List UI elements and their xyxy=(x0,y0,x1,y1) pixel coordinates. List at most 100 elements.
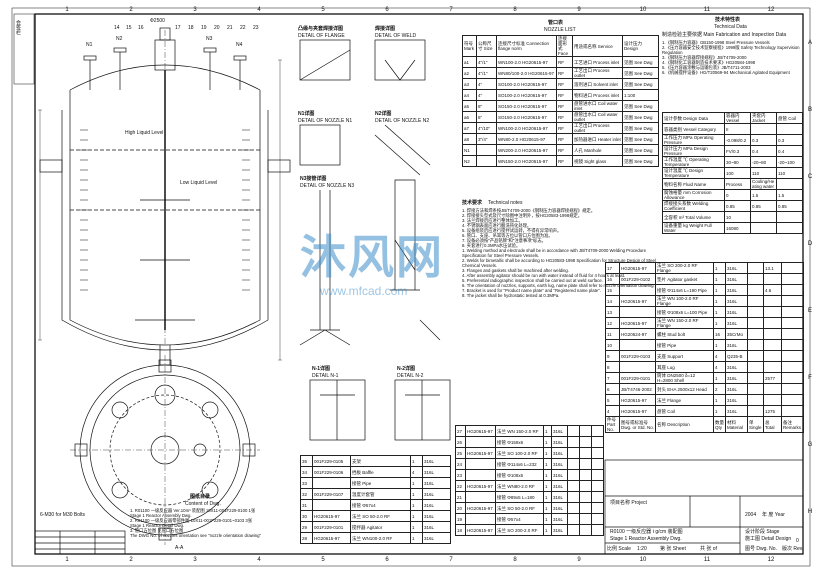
table-cell: 1 xyxy=(713,394,726,406)
zone-side-G: G xyxy=(807,442,813,448)
table-cell: 21 xyxy=(455,491,466,503)
contents-item: Stage 1 Reactor Assembly Dwg. xyxy=(130,513,192,518)
table-cell: 1 xyxy=(713,273,726,285)
table-cell: 工艺出口 Process outlet xyxy=(572,67,623,79)
table-cell xyxy=(591,425,604,437)
column-header: 图号或标准号 Dwg. or Std. No. xyxy=(619,416,656,433)
table-cell: 316L xyxy=(725,273,748,285)
reactor-plan-view xyxy=(70,355,260,545)
table-cell: a4 xyxy=(462,89,477,101)
table-cell: 8 xyxy=(605,361,620,373)
table-cell: a7 xyxy=(462,122,477,134)
table-cell xyxy=(591,491,604,503)
table-cell xyxy=(781,339,804,351)
part-callout-16: 16 xyxy=(138,25,144,31)
table-cell xyxy=(747,405,764,417)
contents-item: Stage 1 Reactor Detail Dwg. xyxy=(130,523,185,528)
column-header: 连接尺寸标准 Connection flange norm xyxy=(496,35,557,57)
table-cell: -20~80 xyxy=(750,156,777,168)
table-cell: WN100-2.0 HG20615-97 xyxy=(496,56,557,68)
table-cell: 温度计套管 xyxy=(350,488,411,500)
table-cell: 接管 Pipe xyxy=(350,477,411,489)
table-cell: 316L xyxy=(422,477,451,489)
table-cell: 316L xyxy=(725,383,748,395)
table-cell: 法兰 WN 150-2.0 RF Flange xyxy=(655,317,714,329)
table-cell: 1 xyxy=(410,477,423,489)
table-cell: 13.1 xyxy=(763,262,782,274)
table-cell xyxy=(567,425,580,437)
table-cell: 19 xyxy=(455,513,466,525)
table-cell: 盘管进水口 Coil water inlet xyxy=(572,100,623,112)
table-cell: 法兰 Flange xyxy=(655,394,714,406)
table-cell xyxy=(781,328,804,340)
table-cell: 法兰 WN 100-2.0 RF Flange xyxy=(655,295,714,307)
table-cell: 1 xyxy=(543,480,552,492)
table-cell: SO100-2.0 HG20615-97 xyxy=(496,78,557,90)
watermark-url: www.mfcad.com xyxy=(320,284,408,298)
table-cell: WN150-2.0 HG20615-97 xyxy=(496,155,557,167)
column-header: 夹套内 Jacket xyxy=(750,112,777,124)
zone-top-1: 1 xyxy=(65,7,69,13)
detail-subtitle-6: DETAIL N-1 xyxy=(312,373,339,379)
table-cell xyxy=(465,469,496,481)
column-header: 公称尺寸 Size xyxy=(476,35,497,57)
part-callout-22: 22 xyxy=(240,25,246,31)
table-cell: 316L xyxy=(551,480,568,492)
table-cell xyxy=(781,394,804,406)
zone-top-8: 8 xyxy=(513,7,517,13)
table-cell: 0 xyxy=(724,189,751,201)
table-cell: 1 xyxy=(713,306,726,318)
zone-side-B: B xyxy=(807,107,812,113)
zone-top-11: 11 xyxy=(703,7,711,13)
zone-top-10: 10 xyxy=(639,7,647,13)
table-cell: 100 xyxy=(724,167,751,179)
table-cell: Process xyxy=(724,178,751,190)
nozzle-table-title: 管口表 xyxy=(548,20,564,26)
table-cell xyxy=(312,499,351,511)
table-cell: HG20615-97 xyxy=(465,480,496,492)
zone-side-F: F xyxy=(808,375,812,381)
zone-bottom-9: 9 xyxy=(577,557,581,563)
table-cell: 4" xyxy=(476,78,497,90)
table-cell: 13 xyxy=(605,306,620,318)
table-cell: 8" xyxy=(476,100,497,112)
table-cell: 见图 See Dwg xyxy=(622,56,659,68)
table-cell xyxy=(781,317,804,329)
table-cell xyxy=(619,306,656,318)
table-cell: a5 xyxy=(462,100,477,112)
table-cell: 封头 EHA 2500x12 Head xyxy=(655,383,714,395)
table-cell: HG20615-97 xyxy=(619,394,656,406)
detail-title-2: 焊接详图 xyxy=(375,26,396,32)
table-cell: RF xyxy=(556,78,573,90)
table-cell: 4" xyxy=(476,89,497,101)
table-cell: 316L xyxy=(725,405,748,417)
part-callout-18: 18 xyxy=(188,25,194,31)
plan-view-note: 6-M30 for M30 Bolts xyxy=(40,512,86,518)
table-cell xyxy=(763,295,782,307)
table-cell: RF xyxy=(556,100,573,112)
table-cell: 工作压力 MPa Operating Pressure xyxy=(662,134,725,146)
zone-bottom-12: 12 xyxy=(767,557,775,563)
table-cell xyxy=(312,477,351,489)
detail-title-1: 凸缘与夹套焊接详图 xyxy=(298,26,344,32)
table-cell: 316L xyxy=(551,436,568,448)
table-cell: 螺柱 Stud bolt xyxy=(655,328,714,340)
table-cell xyxy=(747,328,764,340)
tech-note-item: 1. 焊接方法和焊条按JB/T4709-2000《钢制压力容器焊接规程》规定。 xyxy=(462,208,595,213)
table-cell: 316L xyxy=(422,532,451,544)
table-cell: 9 xyxy=(605,350,620,362)
table-cell xyxy=(781,350,804,362)
zone-bottom-8: 8 xyxy=(513,557,517,563)
